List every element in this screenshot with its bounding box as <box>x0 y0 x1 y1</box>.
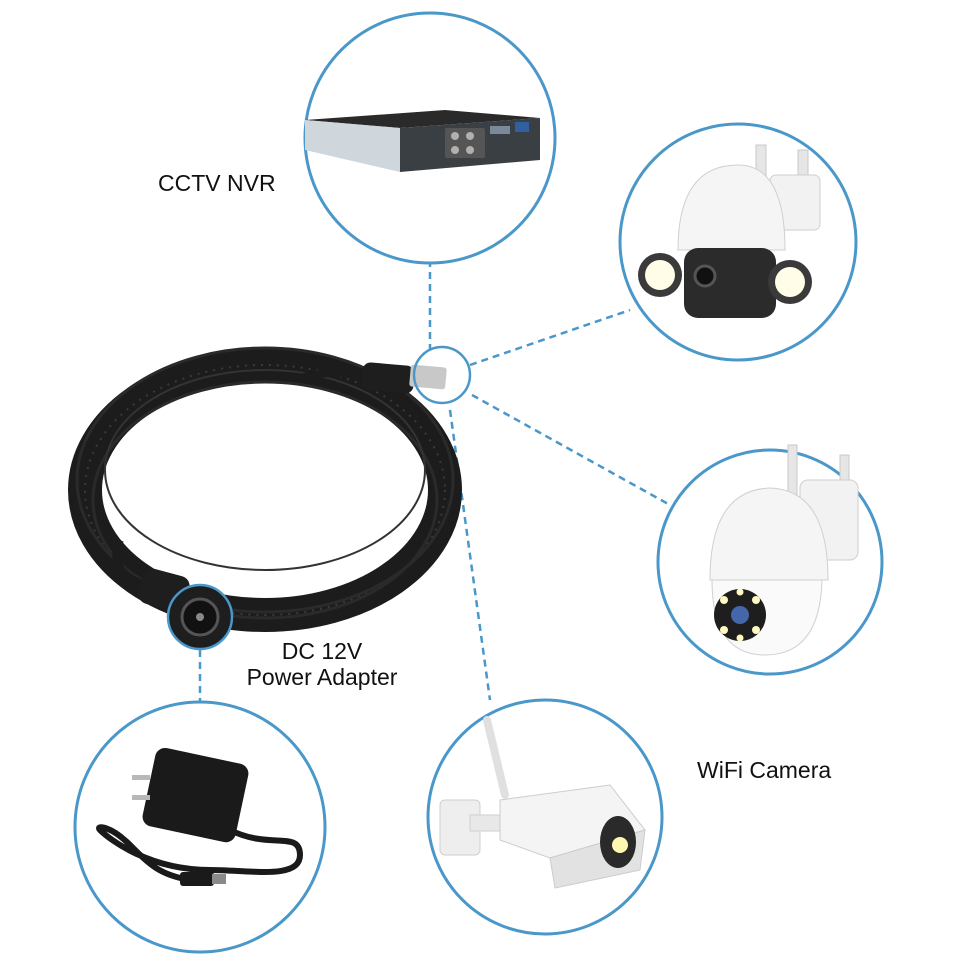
connector-bullet-camera <box>448 409 492 701</box>
connector-floodlight-camera <box>469 308 631 367</box>
dome-ptz-camera-icon <box>709 444 859 656</box>
coiled-cable-icon <box>68 346 462 632</box>
female-socket-highlight <box>166 583 234 651</box>
power-adapter-circle <box>73 700 327 954</box>
nvr-circle <box>303 11 557 265</box>
dome-camera-circle <box>656 444 884 676</box>
nvr-label: CCTV NVR <box>158 170 276 196</box>
nvr-recorder-icon <box>305 110 540 172</box>
floodlight-camera-circle <box>618 122 858 362</box>
power-adapter-label-line1: DC 12V <box>281 638 363 664</box>
male-plug-highlight <box>412 345 472 405</box>
power-adapter-icon <box>96 747 304 886</box>
floodlight-ptz-camera-icon <box>638 144 821 318</box>
power-adapter-label-line2: Power Adapter <box>246 664 398 690</box>
wifi-camera-label: WiFi Camera <box>697 757 832 783</box>
bullet-camera-icon <box>439 716 646 889</box>
power-adapter-label: DC 12V Power Adapter <box>228 638 416 690</box>
bullet-camera-circle <box>426 698 664 936</box>
connector-dome-camera <box>471 393 671 507</box>
